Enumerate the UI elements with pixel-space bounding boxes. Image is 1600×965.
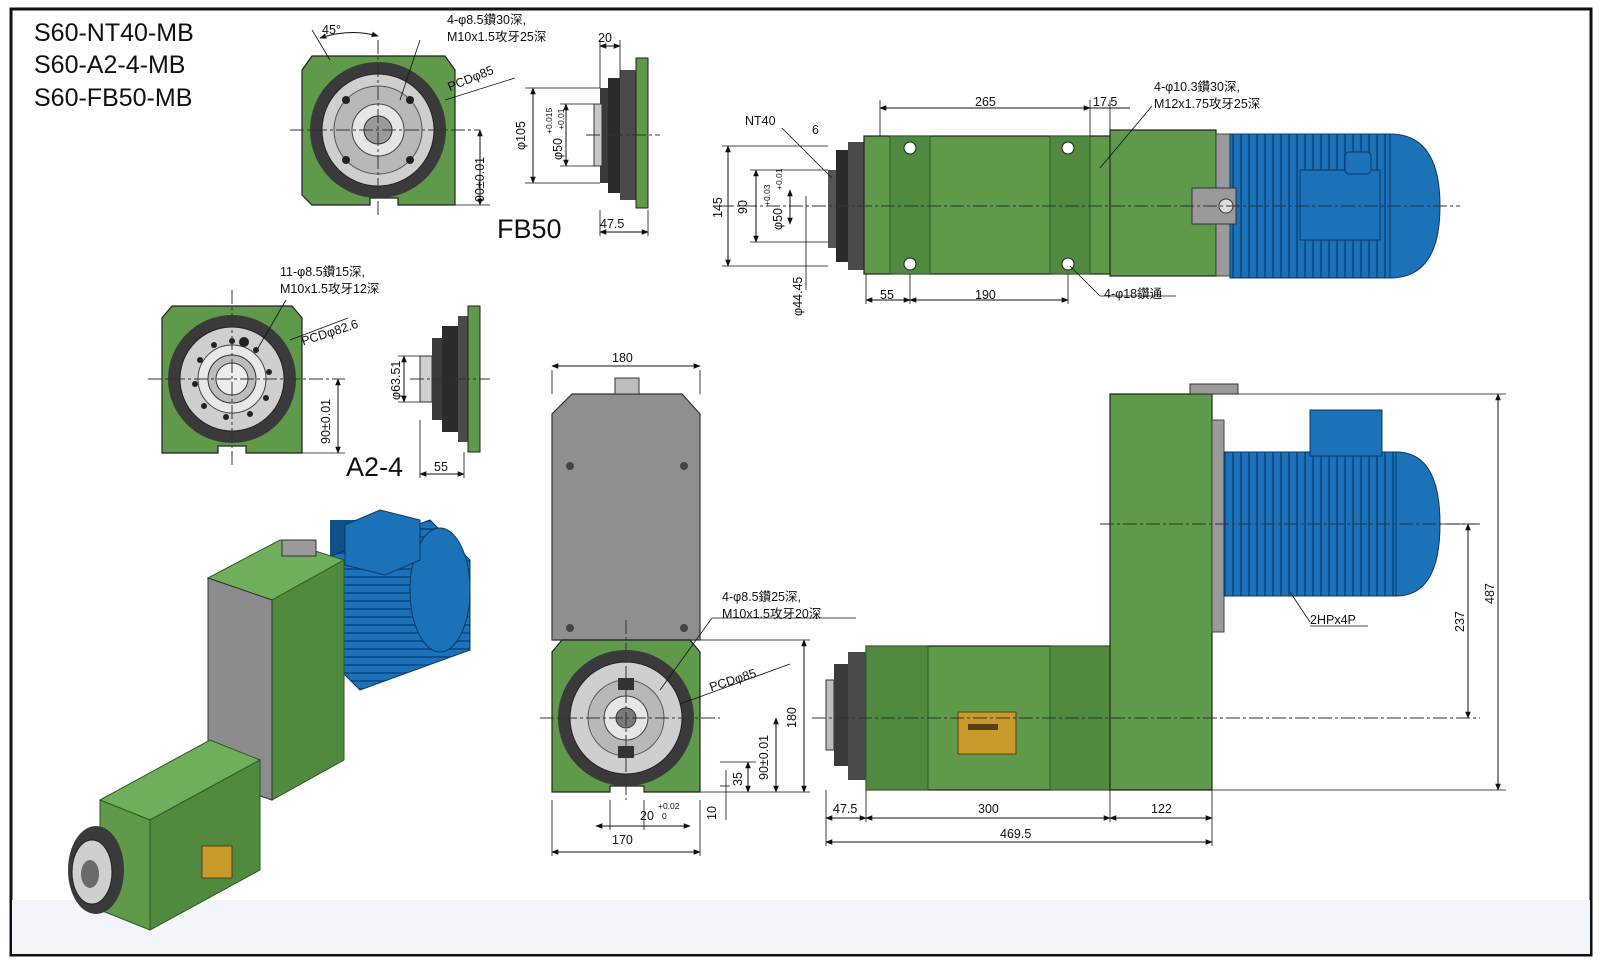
fb50-dim-47-5: 47.5 — [600, 217, 625, 231]
fb50-dim-d50: φ50 — [551, 137, 565, 160]
fb50-note-line1: 4-φ8.5鑽30深, — [447, 13, 526, 27]
a24-note-line2: M10x1.5攻牙12深 — [280, 282, 380, 296]
nt40-dim-190: 190 — [975, 288, 996, 302]
nt40-dim-90: 90 — [736, 200, 750, 214]
a24-side-view — [398, 305, 490, 478]
model-label-fb50: S60-FB50-MB — [34, 84, 193, 112]
nt40-dim-6: 6 — [812, 123, 819, 137]
a24-view-label: A2-4 — [346, 452, 404, 482]
nt40-dim-d50: φ50 — [771, 207, 785, 230]
main-dim-47-5: 47.5 — [833, 802, 858, 816]
a24-dim-55: 55 — [434, 460, 448, 474]
nt40-label: NT40 — [745, 114, 776, 128]
main-motor-label: 2HPx4P — [1310, 613, 1356, 627]
fb50-dim-d105: φ105 — [514, 121, 528, 150]
fb50-side-view — [525, 40, 660, 236]
fb50-front-view — [290, 29, 516, 215]
nt40-dim-55: 55 — [880, 288, 894, 302]
main-side-view — [812, 383, 1506, 846]
front-dim-20: 20 — [640, 809, 654, 823]
main-dim-122: 122 — [1151, 802, 1172, 816]
main-dim-300: 300 — [978, 802, 999, 816]
front-dim-180-top: 180 — [612, 351, 633, 365]
main-dim-487: 487 — [1483, 583, 1497, 604]
front-dim-10: 10 — [705, 806, 719, 820]
main-dim-237: 237 — [1453, 611, 1467, 632]
nt40-dim-d44-45: φ44.45 — [791, 276, 805, 316]
nt40-tol-upper: +0.03 — [762, 184, 772, 206]
nt40-dim-265: 265 — [975, 95, 996, 109]
main-dim-469-5: 469.5 — [1000, 827, 1032, 841]
fb50-tol-lower: +0.01 — [556, 108, 566, 130]
front-dim-170: 170 — [612, 833, 633, 847]
front-tol-lower: 0 — [662, 811, 667, 821]
front-note-line1: 4-φ8.5鑽25深, — [722, 590, 801, 604]
fb50-angle: 45° — [322, 23, 341, 37]
isometric-view — [68, 509, 471, 931]
a24-dim-90: 90±0.01 — [319, 398, 333, 444]
nt40-side-view — [720, 100, 1460, 304]
nt40-note-line1: 4-φ10.3鑽30深, — [1154, 80, 1240, 94]
front-dim-35: 35 — [731, 772, 745, 786]
front-dim-90: 90±0.01 — [757, 734, 771, 780]
nt40-note-line2: M12x1.75攻牙25深 — [1154, 97, 1261, 111]
fb50-dim-90: 90±0.01 — [473, 156, 487, 202]
nt40-dim-17-5: 17.5 — [1093, 95, 1118, 109]
model-label-nt40: S60-NT40-MB — [34, 19, 194, 47]
front-dim-180-side: 180 — [785, 707, 799, 728]
a24-dim-d63-51: φ63.51 — [389, 360, 403, 400]
nt40-hole-note: 4-φ18鑽通 — [1104, 287, 1163, 301]
front-tol-upper: +0.02 — [658, 801, 680, 811]
front-note-line2: M10x1.5攻牙20深 — [722, 607, 822, 621]
nt40-dim-145: 145 — [711, 197, 725, 218]
front-view — [540, 363, 856, 856]
fb50-dim-20: 20 — [598, 31, 612, 45]
sheet-border — [9, 7, 1593, 957]
fb50-note-line2: M10x1.5攻牙25深 — [447, 30, 547, 44]
nt40-tol-lower: +0.01 — [774, 168, 784, 190]
a24-note-line1: 11-φ8.5鑽15深, — [280, 265, 365, 279]
floor-shade — [12, 900, 1590, 954]
fb50-tol-upper: +0.015 — [544, 107, 554, 134]
model-label-a24: S60-A2-4-MB — [34, 51, 186, 79]
a24-front-view — [148, 290, 349, 465]
fb50-view-label: FB50 — [497, 214, 562, 244]
